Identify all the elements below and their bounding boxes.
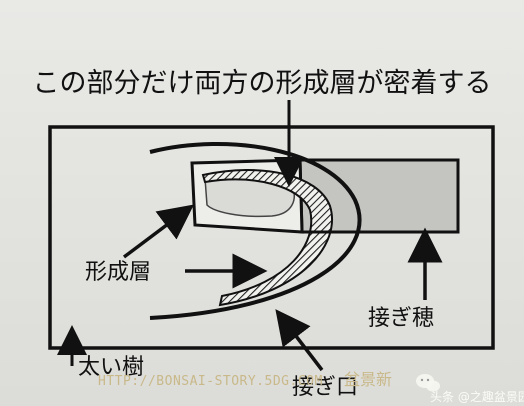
label-scion: 接ぎ穂: [368, 306, 434, 331]
graft-cut-curve: [149, 142, 362, 320]
trunk-outline: [48, 125, 495, 350]
diagram-title: この部分だけ両方の形成層が密着する: [33, 68, 492, 99]
label-cambium: 形成層: [85, 260, 151, 285]
label-graft-opening: 接ぎ口: [292, 375, 358, 400]
watermark-url: HTTP://BONSAI-STORY.5DG.COM: [98, 374, 323, 389]
label-thick-trunk: 太い樹: [78, 355, 144, 380]
watermark-cn: 盆景新: [344, 370, 392, 389]
cambium-arrow-upper: [122, 204, 194, 259]
watermark-platform: 头条 @之趣盆景园: [430, 389, 524, 404]
wechat-logo-icon: [416, 374, 440, 392]
graft-opening-arrow: [275, 309, 324, 372]
cambium-layer: [201, 169, 333, 307]
